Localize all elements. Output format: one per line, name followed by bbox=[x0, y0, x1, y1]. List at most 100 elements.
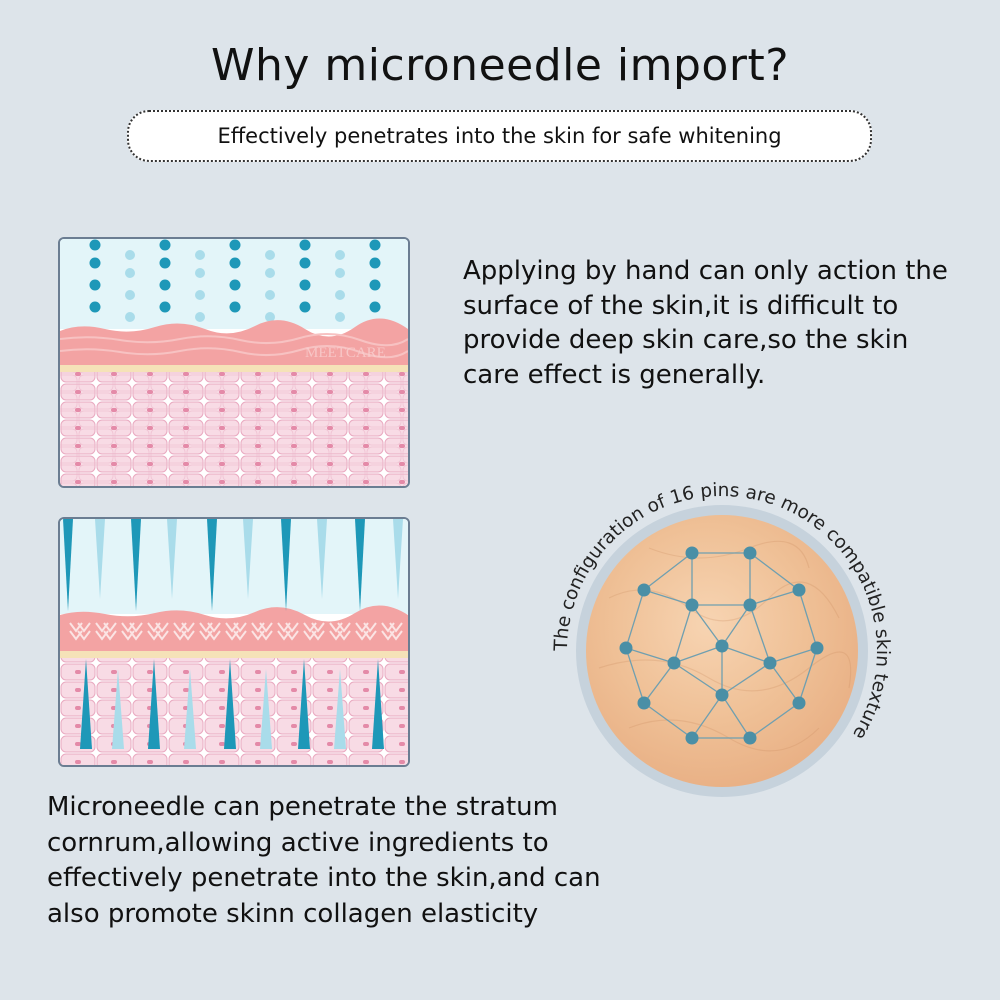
pin-link bbox=[643, 589, 693, 606]
needle-upper bbox=[207, 519, 217, 611]
pin-link bbox=[673, 645, 723, 664]
serum-dot bbox=[299, 301, 311, 313]
pin-connections bbox=[625, 552, 818, 739]
hand-application-illustration: MEETCARE bbox=[58, 237, 410, 488]
chevron-mark bbox=[95, 622, 117, 641]
pin-dots bbox=[619, 546, 824, 745]
pin-dot bbox=[743, 731, 757, 745]
chevron-pattern bbox=[69, 622, 403, 641]
serum-dot bbox=[369, 279, 381, 291]
chevron-mark bbox=[199, 622, 221, 641]
serum-dot bbox=[265, 268, 275, 278]
needle-lower bbox=[112, 669, 124, 749]
needle-upper bbox=[317, 519, 327, 599]
serum-dot bbox=[229, 257, 241, 269]
serum-dot bbox=[195, 250, 205, 260]
pin-dot bbox=[715, 639, 729, 653]
pin-link bbox=[691, 694, 723, 739]
pin-dot bbox=[743, 546, 757, 560]
serum-dot bbox=[125, 312, 135, 322]
microneedle-description: Microneedle can penetrate the stratum co… bbox=[47, 792, 601, 929]
serum-dot bbox=[369, 257, 381, 269]
pin-link bbox=[643, 662, 675, 704]
serum-dot bbox=[125, 250, 135, 260]
serum-dot bbox=[299, 279, 311, 291]
pin-link bbox=[798, 647, 818, 704]
chevron-mark bbox=[173, 622, 195, 641]
serum-dot bbox=[89, 257, 101, 269]
pin-link bbox=[673, 604, 693, 664]
serum-dot bbox=[195, 290, 205, 300]
pin-link bbox=[798, 589, 818, 649]
serum-dot bbox=[89, 239, 101, 251]
pin-link bbox=[691, 604, 723, 647]
serum-dot bbox=[299, 239, 311, 251]
serum-dot bbox=[229, 239, 241, 251]
pin-dot bbox=[667, 656, 681, 670]
subtitle-text: Effectively penetrates into the skin for… bbox=[217, 124, 782, 148]
serum-dot bbox=[335, 312, 345, 322]
serum-dot bbox=[369, 239, 381, 251]
serum-dot bbox=[369, 301, 381, 313]
chevron-mark bbox=[225, 622, 247, 641]
needle-lower bbox=[260, 669, 272, 749]
chevron-mark bbox=[251, 622, 273, 641]
microneedle-illustration bbox=[58, 517, 410, 767]
serum-dot bbox=[229, 301, 241, 313]
needle-lower bbox=[184, 669, 196, 749]
pin-link bbox=[643, 702, 693, 739]
pin-dot bbox=[637, 583, 651, 597]
pin-dot bbox=[685, 731, 699, 745]
serum-dot bbox=[159, 301, 171, 313]
needle-upper bbox=[243, 519, 253, 599]
serum-dot bbox=[265, 290, 275, 300]
needle-upper bbox=[95, 519, 105, 599]
serum-dot bbox=[335, 250, 345, 260]
pin-dot bbox=[792, 583, 806, 597]
chevron-mark bbox=[303, 622, 325, 641]
serum-dot bbox=[335, 290, 345, 300]
pin-link bbox=[673, 662, 723, 696]
serum-dot bbox=[265, 250, 275, 260]
pin-link bbox=[625, 589, 645, 649]
pin-link bbox=[749, 604, 771, 664]
needle-upper bbox=[131, 519, 141, 611]
needle-lower bbox=[372, 659, 384, 749]
needle-upper bbox=[63, 519, 73, 611]
needle-lower bbox=[148, 659, 160, 749]
chevron-mark bbox=[355, 622, 377, 641]
needle-lower bbox=[334, 669, 346, 749]
pin-link bbox=[721, 662, 771, 696]
pins-configuration-badge: The configuration of 16 pins are more co… bbox=[549, 478, 895, 824]
subtitle-banner: Effectively penetrates into the skin for… bbox=[127, 110, 872, 162]
needle-upper bbox=[281, 519, 291, 611]
pin-link bbox=[721, 604, 751, 647]
serum-dot bbox=[195, 268, 205, 278]
needle-upper bbox=[393, 519, 403, 599]
serum-dot bbox=[159, 279, 171, 291]
serum-dot bbox=[229, 279, 241, 291]
chevron-mark bbox=[329, 622, 351, 641]
pin-link bbox=[769, 662, 800, 704]
pin-dot bbox=[715, 688, 729, 702]
needle-lower bbox=[80, 659, 92, 749]
serum-dot bbox=[125, 268, 135, 278]
pin-dot bbox=[637, 696, 651, 710]
needle-upper bbox=[167, 519, 177, 599]
watermark-text: MEETCARE bbox=[305, 345, 386, 361]
pin-link bbox=[749, 702, 800, 739]
serum-dot bbox=[159, 239, 171, 251]
pin-dot bbox=[619, 641, 633, 655]
serum-dot bbox=[195, 312, 205, 322]
microneedles bbox=[63, 519, 403, 749]
chevron-mark bbox=[277, 622, 299, 641]
chevron-mark bbox=[121, 622, 143, 641]
serum-dot bbox=[125, 290, 135, 300]
needle-lower bbox=[298, 659, 310, 749]
page-title: Why microneedle import? bbox=[210, 40, 790, 91]
pin-dot bbox=[743, 598, 757, 612]
pin-dot bbox=[792, 696, 806, 710]
needle-lower bbox=[224, 659, 236, 749]
pin-link bbox=[625, 647, 645, 704]
serum-dot bbox=[299, 257, 311, 269]
